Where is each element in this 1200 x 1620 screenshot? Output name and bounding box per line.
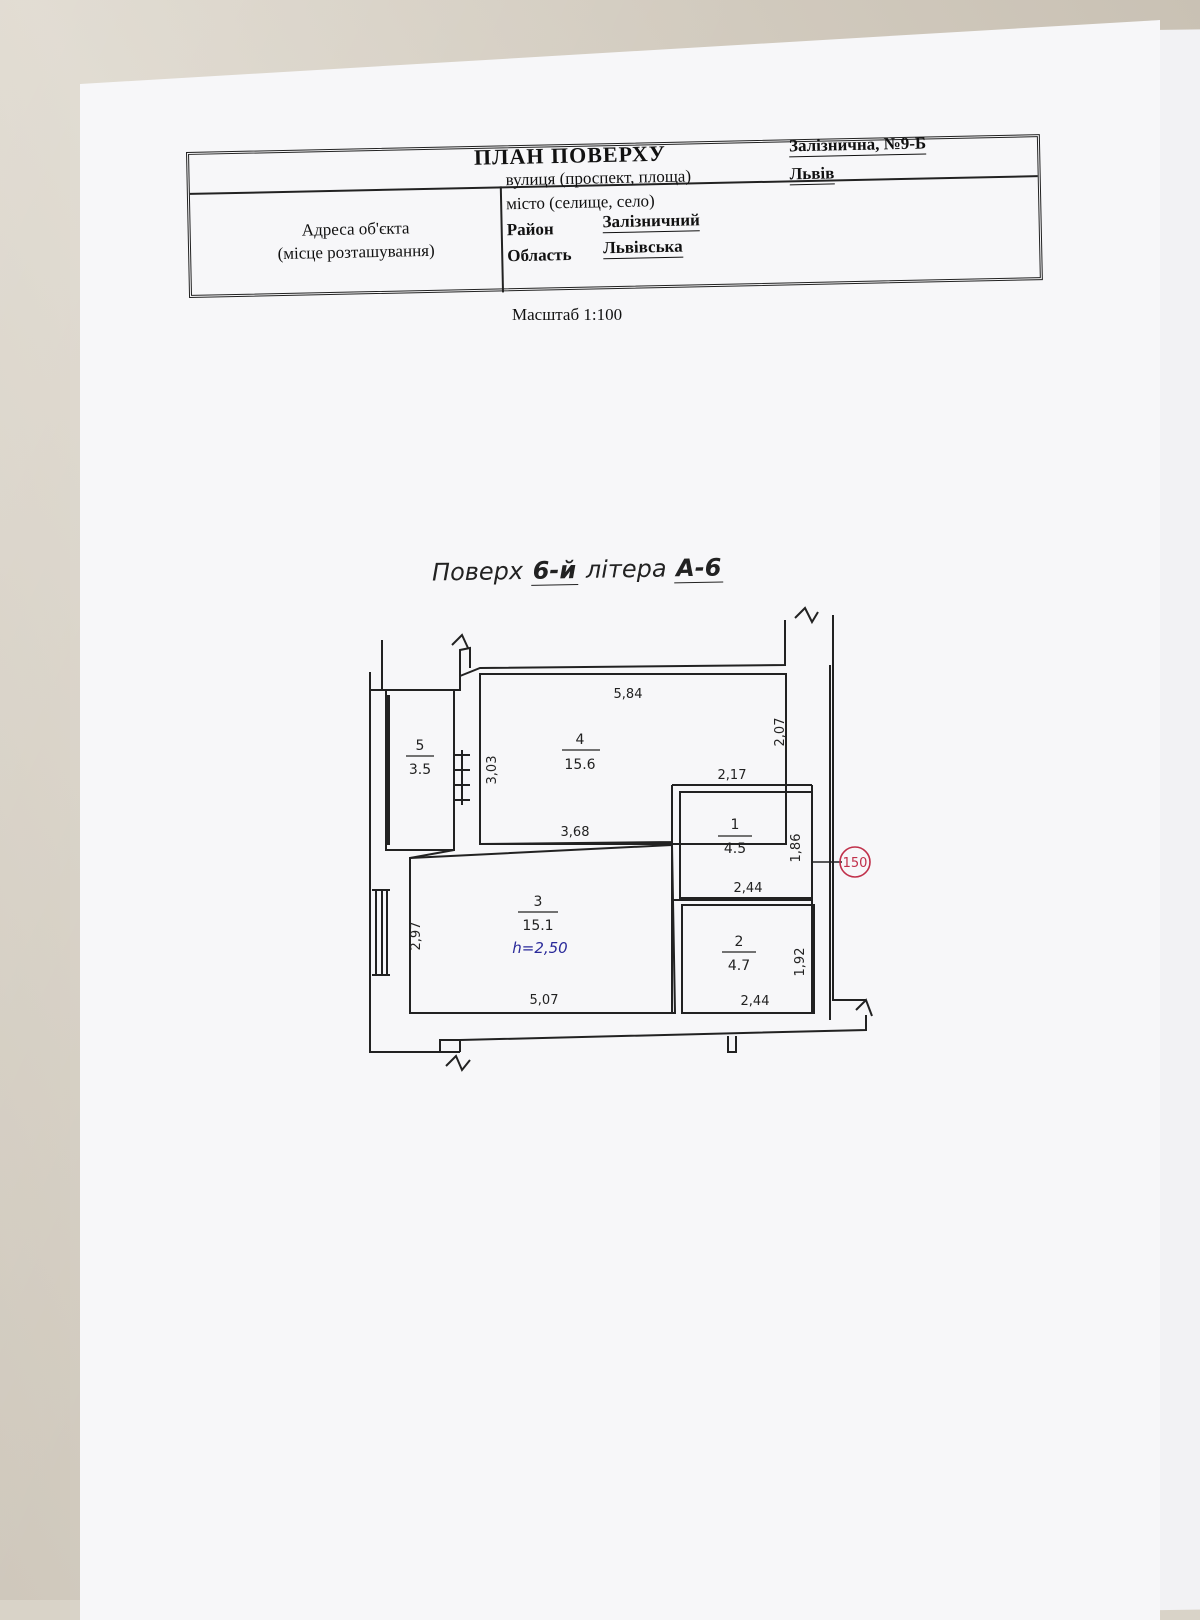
- dim-room4-right: 2,07: [773, 718, 788, 747]
- room-3-height: h=2,50: [512, 939, 567, 957]
- room-3-area: 15.1: [522, 918, 553, 934]
- dim-room1-bottom: 2,44: [734, 881, 763, 896]
- room-4-number: 4: [576, 732, 585, 748]
- outer-wall-left: [369, 640, 460, 1053]
- dim-room4-top: 5,84: [614, 687, 643, 702]
- room-2-outline: [681, 904, 815, 1014]
- room-5-number: 5: [416, 738, 425, 754]
- stamp-number: 150: [843, 856, 868, 871]
- dim-room4-bottom: 3,68: [561, 825, 590, 840]
- room-1-area: 4.5: [724, 841, 746, 857]
- break-marks: [445, 606, 873, 1072]
- room-2-area: 4.7: [728, 958, 750, 974]
- outer-wall-top: [369, 628, 786, 691]
- dim-room3-left: 2,97: [409, 922, 424, 951]
- room-4-outline: [479, 673, 787, 845]
- dim-room2-bottom: 2,44: [741, 994, 770, 1009]
- room-3-number: 3: [534, 894, 543, 910]
- room-4-area: 15.6: [564, 757, 595, 773]
- dim-room1-right: 1,86: [789, 834, 804, 863]
- corridor-lines: [409, 690, 813, 1013]
- room-1-number: 1: [731, 817, 740, 833]
- dim-room1-top: 2,17: [718, 768, 747, 783]
- outer-wall-right: [784, 615, 866, 1001]
- scale-label: Масштаб 1:100: [512, 305, 623, 324]
- window-room5: [455, 750, 470, 805]
- dim-room3-bottom: 5,07: [530, 993, 559, 1008]
- room-3-outline: [409, 843, 677, 1014]
- document-page: [80, 20, 1160, 1620]
- outer-wall-bottom: [370, 1015, 867, 1053]
- window-left: [372, 889, 390, 976]
- room-2-number: 2: [735, 934, 744, 950]
- dim-room4-left: 3,03: [485, 756, 500, 785]
- dim-room2-right: 1,92: [793, 948, 808, 977]
- room-5-area: 3.5: [409, 762, 431, 778]
- stamp-circle: [839, 846, 871, 878]
